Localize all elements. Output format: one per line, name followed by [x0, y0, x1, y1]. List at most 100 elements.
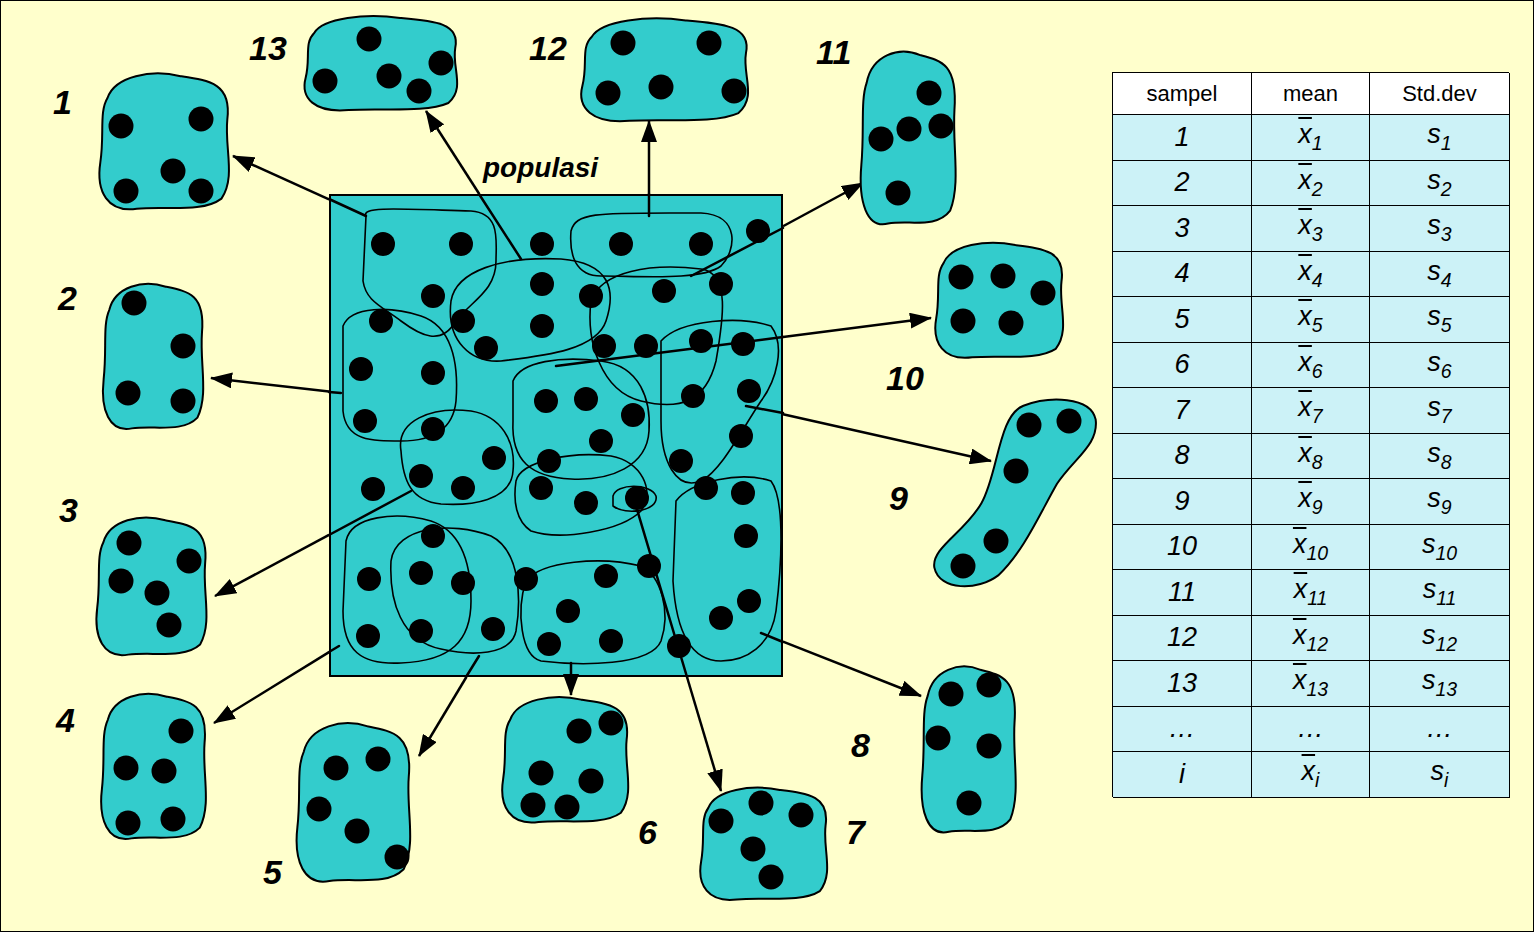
- mean-symbol: x: [1293, 529, 1307, 559]
- blob-shape: [934, 400, 1096, 587]
- mean-symbol: x: [1298, 256, 1312, 286]
- sample-outline: [297, 13, 469, 113]
- sample-outline: [496, 693, 638, 826]
- table-value: 1: [1174, 124, 1189, 151]
- subscript-index: 9: [1312, 496, 1323, 518]
- sampling-arrow: [426, 111, 479, 194]
- subscript-index: 7: [1312, 405, 1323, 427]
- mean-symbol: x: [1302, 756, 1316, 786]
- table-value: s10: [1422, 531, 1457, 563]
- sample-dot: [521, 793, 546, 818]
- sample-dot: [951, 554, 976, 579]
- table-value: 6: [1174, 351, 1189, 378]
- sample-dot: [161, 159, 186, 184]
- sample-dot: [307, 797, 332, 822]
- sample-dot: [169, 719, 194, 744]
- table-cell: s8: [1370, 434, 1510, 480]
- subscript-index: 8: [1441, 450, 1452, 472]
- subscript-index: i: [1444, 769, 1448, 791]
- sampling-arrow: [215, 535, 329, 596]
- sample-blob: 4: [96, 689, 214, 843]
- sample-number: 6: [638, 813, 657, 852]
- subscript-index: 2: [1312, 177, 1323, 199]
- subscript-index: i: [1315, 769, 1319, 791]
- sample-blob: 8: [917, 661, 1023, 837]
- table-value: x1: [1298, 121, 1322, 153]
- subscript-index: 5: [1312, 314, 1323, 336]
- mean-symbol: x: [1293, 665, 1307, 695]
- table-value: 8: [1174, 442, 1189, 469]
- table-value: x3: [1298, 212, 1322, 244]
- sample-dot: [385, 845, 410, 870]
- sample-number: 9: [889, 479, 908, 518]
- subscript-index: 10: [1306, 541, 1328, 563]
- sample-dot: [177, 549, 202, 574]
- sample-dot: [1017, 413, 1042, 438]
- sample-dot: [599, 711, 624, 736]
- sample-dot: [189, 107, 214, 132]
- sample-blob: 12: [573, 15, 761, 124]
- sd-symbol: s: [1427, 119, 1441, 149]
- mean-symbol: x: [1298, 119, 1312, 149]
- sample-blob: 1: [93, 69, 239, 213]
- table-cell: x13: [1252, 661, 1370, 707]
- subscript-index: 6: [1441, 359, 1452, 381]
- sample-dot: [596, 81, 621, 106]
- population-box: populasi: [329, 194, 783, 677]
- sd-symbol: s: [1427, 165, 1441, 195]
- table-cell: x12: [1252, 616, 1370, 662]
- sample-dot: [697, 31, 722, 56]
- table-cell: s5: [1370, 297, 1510, 343]
- table-value: 13: [1167, 670, 1197, 697]
- table-value: 7: [1174, 397, 1189, 424]
- sampling-arrow: [783, 414, 991, 461]
- subscript-index: 11: [1307, 587, 1327, 609]
- sampling-arrow: [783, 318, 931, 337]
- blob-shape: [502, 697, 628, 822]
- sample-dot: [759, 865, 784, 890]
- table-value: x9: [1298, 485, 1322, 517]
- subscript-index: 10: [1435, 541, 1457, 563]
- table-value: 9: [1174, 488, 1189, 515]
- sample-dot: [366, 747, 391, 772]
- table-value: x7: [1298, 394, 1322, 426]
- table-cell: x9: [1252, 479, 1370, 525]
- table-cell: 10: [1113, 525, 1252, 571]
- table-cell: s12: [1370, 616, 1510, 662]
- subscript-index: 13: [1306, 678, 1328, 700]
- blob-shape: [922, 667, 1016, 833]
- sample-dot: [122, 291, 147, 316]
- subscript-index: 6: [1312, 359, 1323, 381]
- sample-dot: [1057, 409, 1082, 434]
- sample-dot: [984, 529, 1009, 554]
- table-value: s5: [1427, 303, 1451, 335]
- sample-blob: 9: [931, 396, 1099, 591]
- subscript-index: 4: [1312, 268, 1323, 290]
- sample-outline: [931, 396, 1099, 591]
- table-cell: x3: [1252, 206, 1370, 252]
- sample-outline: [573, 15, 761, 124]
- sd-symbol: s: [1427, 210, 1441, 240]
- sampling-arrow: [214, 652, 329, 723]
- sd-symbol: s: [1422, 665, 1436, 695]
- table-value: x10: [1293, 531, 1328, 563]
- table-cell: 8: [1113, 434, 1252, 480]
- table-cell: 13: [1113, 661, 1252, 707]
- subscript-index: 1: [1441, 132, 1452, 154]
- sample-dot: [929, 114, 954, 139]
- sample-dot: [161, 807, 186, 832]
- table-cell: x6: [1252, 343, 1370, 389]
- sample-number: 7: [846, 813, 865, 852]
- table-cell: x2: [1252, 161, 1370, 207]
- sample-dot: [157, 613, 182, 638]
- table-cell: 11: [1113, 570, 1252, 616]
- sample-outline: [291, 718, 419, 886]
- subscript-index: 2: [1441, 177, 1452, 199]
- sample-blob: 10: [929, 239, 1073, 361]
- table-header-cell: Std.dev: [1370, 73, 1510, 115]
- table-cell: x8: [1252, 434, 1370, 480]
- sample-dot: [722, 79, 747, 104]
- table-cell: 5: [1113, 297, 1252, 343]
- sample-dot: [555, 795, 580, 820]
- table-value: 4: [1174, 260, 1189, 287]
